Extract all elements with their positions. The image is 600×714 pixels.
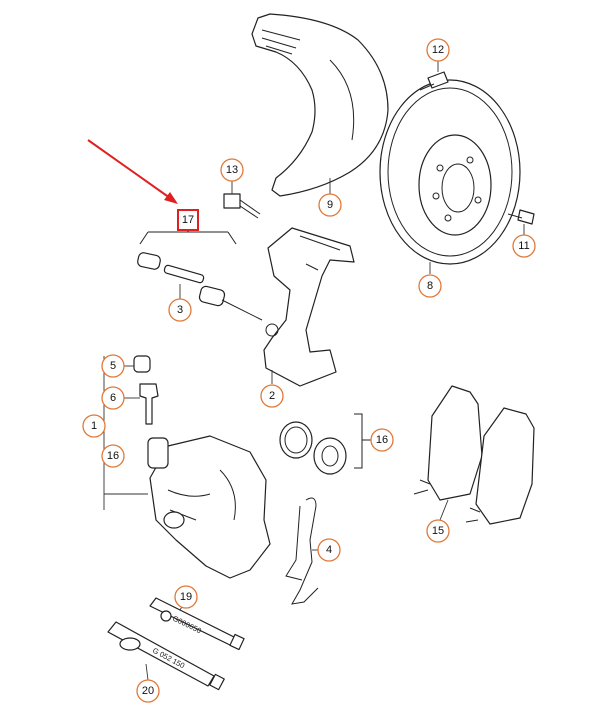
grease-tube-upper: G000650	[149, 597, 245, 651]
callout-6-label: 6	[110, 392, 116, 404]
callout-9-label: 9	[327, 199, 333, 211]
callout-6[interactable]: 6	[101, 386, 125, 410]
callout-3-label: 3	[177, 304, 183, 316]
callout-20[interactable]: 20	[136, 679, 160, 703]
dust-shield	[251, 13, 389, 197]
callout-2[interactable]: 2	[260, 384, 284, 408]
brake-disc	[379, 79, 521, 265]
seal-kit	[279, 413, 372, 475]
brake-pads	[413, 385, 535, 525]
callout-9[interactable]: 9	[318, 193, 342, 217]
bolt-13	[223, 193, 261, 219]
callout-8-label: 8	[427, 280, 433, 292]
callout-11-label: 11	[518, 240, 529, 252]
callout-5[interactable]: 5	[101, 354, 125, 378]
callout-20-label: 20	[142, 685, 154, 697]
callout-19[interactable]: 19	[174, 585, 198, 609]
callout-1-label: 1	[91, 420, 97, 432]
callout-1[interactable]: 1	[82, 414, 106, 438]
callout-16-left[interactable]: 16	[101, 444, 125, 468]
callout-5-label: 5	[110, 360, 116, 372]
caliper-carrier	[263, 227, 355, 387]
callout-4[interactable]: 4	[317, 538, 341, 562]
callout-4-label: 4	[326, 544, 332, 556]
callout-15[interactable]: 15	[426, 519, 450, 543]
guide-pin-kit	[137, 228, 263, 321]
bleeder-valve-6	[139, 383, 159, 425]
cap-5	[133, 355, 151, 373]
callout-17[interactable]: 17	[177, 209, 199, 231]
pointer-arrow	[87, 139, 178, 204]
callout-8[interactable]: 8	[418, 274, 442, 298]
callout-17-highlight	[177, 209, 199, 231]
brake-caliper	[149, 435, 271, 579]
callout-16-right-label: 16	[376, 434, 388, 446]
callout-13[interactable]: 13	[220, 158, 244, 182]
callout-11[interactable]: 11	[512, 234, 536, 258]
callout-3[interactable]: 3	[168, 298, 192, 322]
callout-12[interactable]: 12	[426, 38, 450, 62]
bolt-12	[419, 71, 449, 91]
screw-11	[507, 209, 535, 225]
callout-16-left-label: 16	[107, 450, 119, 462]
callout-17-label: 17	[182, 214, 194, 226]
callout-2-label: 2	[269, 390, 275, 402]
caliper-piston-dust	[147, 437, 169, 469]
callout-15-label: 15	[432, 525, 444, 537]
retaining-spring	[285, 497, 319, 605]
callout-16-right[interactable]: 16	[370, 428, 394, 452]
callout-12-label: 12	[432, 44, 444, 56]
callout-19-label: 19	[180, 591, 192, 603]
callout-13-label: 13	[226, 164, 238, 176]
